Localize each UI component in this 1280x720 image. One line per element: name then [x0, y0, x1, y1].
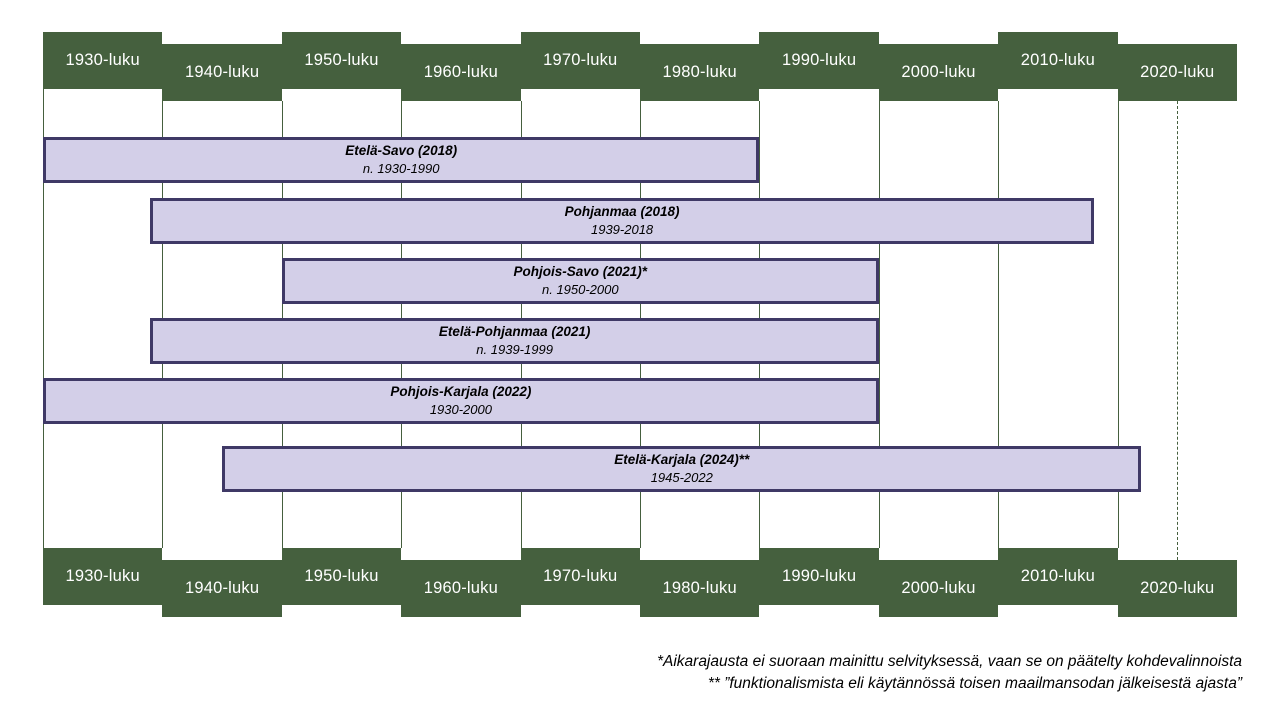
- footnote-1: *Aikarajausta ei suoraan mainittu selvit…: [656, 653, 1242, 670]
- bar-range-label: n. 1930-1990: [362, 161, 440, 176]
- timeline-bar: Pohjois-Karjala (2022) 1930-2000: [43, 378, 879, 424]
- decade-cell-top: 1940-luku: [162, 44, 282, 101]
- decade-gridline: [998, 101, 1000, 548]
- bar-range-label: 1945-2022: [650, 470, 713, 485]
- bar-title: Pohjois-Savo (2021)*: [513, 264, 648, 279]
- decade-cell-top: 1950-luku: [281, 32, 402, 89]
- decade-cell-top: 1980-luku: [640, 44, 760, 101]
- bar-title: Pohjois-Karjala (2022): [390, 384, 532, 399]
- decade-gridline: [43, 89, 44, 548]
- bar-title: Etelä-Savo (2018): [345, 143, 458, 158]
- decade-cell-bottom: 2000-luku: [878, 560, 999, 617]
- decade-gridline: [1117, 101, 1119, 548]
- decade-gridline: [878, 101, 880, 548]
- decade-cell-bottom: 1930-luku: [43, 548, 163, 605]
- bar-title: Etelä-Pohjanmaa (2021): [438, 324, 591, 339]
- decade-cell-bottom: 1940-luku: [162, 560, 282, 617]
- present-day-dashed-line: [1177, 101, 1179, 560]
- bar-range-label: n. 1950-2000: [541, 282, 619, 297]
- decade-cell-bottom: 2010-luku: [998, 548, 1118, 605]
- decade-cell-bottom: 1960-luku: [401, 560, 521, 617]
- decade-cell-bottom: 1970-luku: [520, 548, 640, 605]
- decade-cell-bottom: 2020-luku: [1117, 560, 1237, 617]
- decade-cell-bottom: 1980-luku: [640, 560, 760, 617]
- timeline-bar: Pohjois-Savo (2021)* n. 1950-2000: [281, 258, 879, 304]
- decade-cell-top: 1970-luku: [520, 32, 640, 89]
- decade-cell-bottom: 1990-luku: [759, 548, 879, 605]
- timeline-bar: Pohjanmaa (2018) 1939-2018: [150, 198, 1094, 244]
- decade-cell-top: 1960-luku: [401, 44, 521, 101]
- bar-range-label: 1939-2018: [590, 222, 654, 237]
- footnotes: *Aikarajausta ei suoraan mainittu selvit…: [657, 651, 1242, 695]
- footnote-2: ** ”funktionalismista eli käytännössä to…: [707, 675, 1242, 692]
- decade-cell-top: 1990-luku: [759, 32, 879, 89]
- timeline-bar: Etelä-Pohjanmaa (2021) n. 1939-1999: [150, 318, 879, 364]
- bar-title: Pohjanmaa (2018): [564, 204, 680, 219]
- decade-cell-top: 1930-luku: [43, 32, 163, 89]
- timeline-bar: Etelä-Karjala (2024)** 1945-2022: [222, 446, 1142, 492]
- decade-cell-top: 2010-luku: [998, 32, 1118, 89]
- bar-range-label: 1930-2000: [429, 402, 492, 417]
- decade-cell-bottom: 1950-luku: [281, 548, 402, 605]
- timeline-bar: Etelä-Savo (2018) n. 1930-1990: [43, 137, 760, 183]
- bar-range-label: n. 1939-1999: [476, 342, 553, 357]
- bar-title: Etelä-Karjala (2024)**: [614, 452, 750, 467]
- decade-cell-top: 2020-luku: [1117, 44, 1237, 101]
- decade-cell-top: 2000-luku: [878, 44, 999, 101]
